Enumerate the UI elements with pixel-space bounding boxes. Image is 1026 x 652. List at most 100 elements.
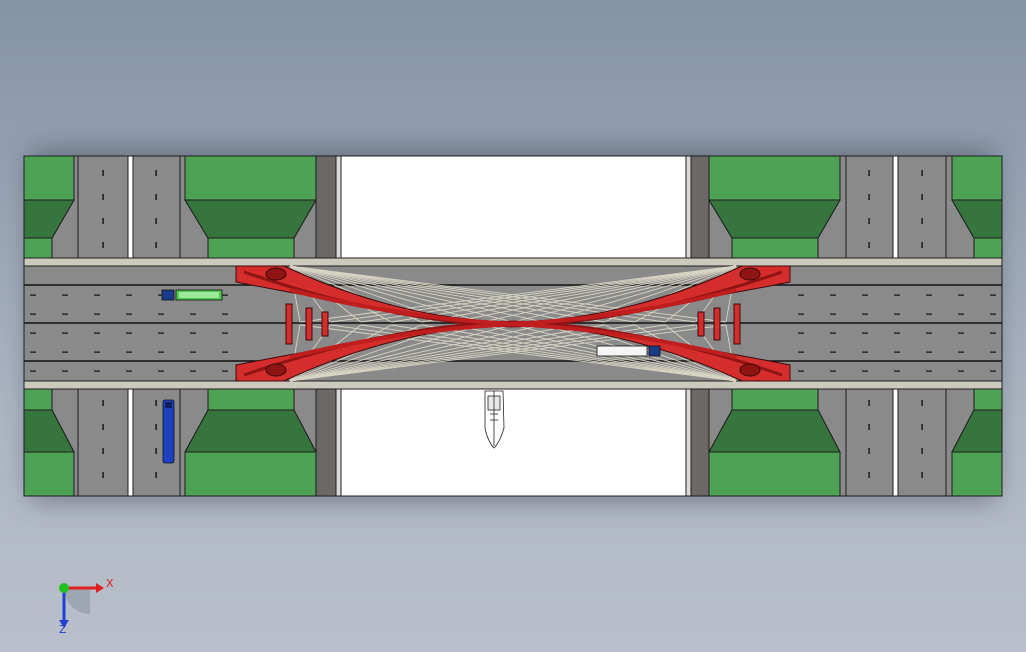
lane-dash xyxy=(126,370,132,372)
bridge-arch xyxy=(235,265,791,382)
lane-dash xyxy=(926,294,932,296)
side-road-dash xyxy=(102,424,104,430)
side-road-dash xyxy=(102,218,104,224)
lane-dash xyxy=(990,351,996,353)
lane-dash xyxy=(894,332,900,334)
axis-triad: X Z xyxy=(50,572,120,636)
lane-dash xyxy=(830,313,836,315)
water-north xyxy=(339,155,687,259)
cable xyxy=(300,265,737,323)
side-road-markings xyxy=(102,170,923,478)
cable xyxy=(421,324,737,382)
side-road-dash xyxy=(921,400,923,406)
lane-dash xyxy=(126,351,132,353)
lane-dash xyxy=(894,351,900,353)
lane-dash xyxy=(190,370,196,372)
side-road-dash xyxy=(102,194,104,200)
lane-dash xyxy=(990,294,996,296)
side-road-dash xyxy=(868,424,870,430)
z-axis-arrowhead xyxy=(59,620,69,628)
truck-green[interactable] xyxy=(161,289,223,301)
cable xyxy=(289,324,635,382)
sidewalk-north xyxy=(23,257,1003,267)
lane-dash xyxy=(830,294,836,296)
lane-dash xyxy=(126,294,132,296)
side-road-dash xyxy=(155,448,157,454)
lane-dash xyxy=(190,351,196,353)
grass-blocks-south xyxy=(23,388,1003,497)
lane-dash xyxy=(990,332,996,334)
cable xyxy=(289,265,635,323)
lane-dash xyxy=(62,313,68,315)
grass-blocks-north xyxy=(23,155,1003,259)
lane-dash xyxy=(94,294,100,296)
lane-dash xyxy=(926,332,932,334)
lane-dash xyxy=(798,332,804,334)
lane-dash xyxy=(990,370,996,372)
lane-dash xyxy=(158,313,164,315)
lane-dash xyxy=(862,332,868,334)
lane-dash xyxy=(862,370,868,372)
lane-dash xyxy=(190,332,196,334)
cable xyxy=(421,265,737,323)
lane-dash xyxy=(222,351,228,353)
lane-dash xyxy=(30,294,36,296)
cable xyxy=(300,324,737,382)
cable xyxy=(289,265,726,323)
lane-dash xyxy=(94,313,100,315)
lane-dash xyxy=(862,313,868,315)
lane-dash xyxy=(798,370,804,372)
x-axis-label: X xyxy=(106,577,114,590)
lane-dash xyxy=(958,332,964,334)
lane-dash xyxy=(926,313,932,315)
lane-dash xyxy=(126,332,132,334)
side-road-dash xyxy=(921,424,923,430)
side-road-dash xyxy=(868,400,870,406)
cable xyxy=(289,324,726,382)
side-road-dash xyxy=(921,242,923,248)
lane-dash xyxy=(830,332,836,334)
bus-blue[interactable] xyxy=(162,399,175,464)
lane-dash xyxy=(958,370,964,372)
lane-dash xyxy=(830,351,836,353)
lane-dash xyxy=(830,370,836,372)
boat[interactable] xyxy=(484,390,505,449)
lane-dash xyxy=(158,294,164,296)
x-axis-arrowhead xyxy=(96,583,104,593)
side-road-dash xyxy=(921,194,923,200)
side-road-dash xyxy=(921,218,923,224)
side-road-dash xyxy=(155,218,157,224)
lane-dash xyxy=(958,294,964,296)
lane-dash xyxy=(94,370,100,372)
lane-dash xyxy=(222,294,228,296)
lane-dash xyxy=(62,294,68,296)
lane-dash xyxy=(798,313,804,315)
side-road-dash xyxy=(155,170,157,176)
lane-dash xyxy=(94,351,100,353)
lane-dash xyxy=(798,294,804,296)
lane-dash xyxy=(30,313,36,315)
side-road-dash xyxy=(155,194,157,200)
lane-dash xyxy=(158,370,164,372)
lane-dash xyxy=(862,351,868,353)
lane-dash xyxy=(30,351,36,353)
sidewalk-south xyxy=(23,380,1003,390)
side-road-dash xyxy=(868,448,870,454)
side-road-dash xyxy=(921,170,923,176)
cable xyxy=(391,324,737,382)
truck-white[interactable] xyxy=(596,345,661,357)
cable xyxy=(289,324,574,382)
side-road-dash xyxy=(921,472,923,478)
lane-dash xyxy=(958,313,964,315)
lane-lines xyxy=(24,284,1002,372)
lane-dash xyxy=(190,313,196,315)
lane-dash xyxy=(990,313,996,315)
side-road-dash xyxy=(155,400,157,406)
lane-dash xyxy=(94,332,100,334)
side-road-dash xyxy=(102,242,104,248)
lane-dash xyxy=(62,370,68,372)
lane-dash xyxy=(222,370,228,372)
y-axis-dot xyxy=(59,583,69,593)
